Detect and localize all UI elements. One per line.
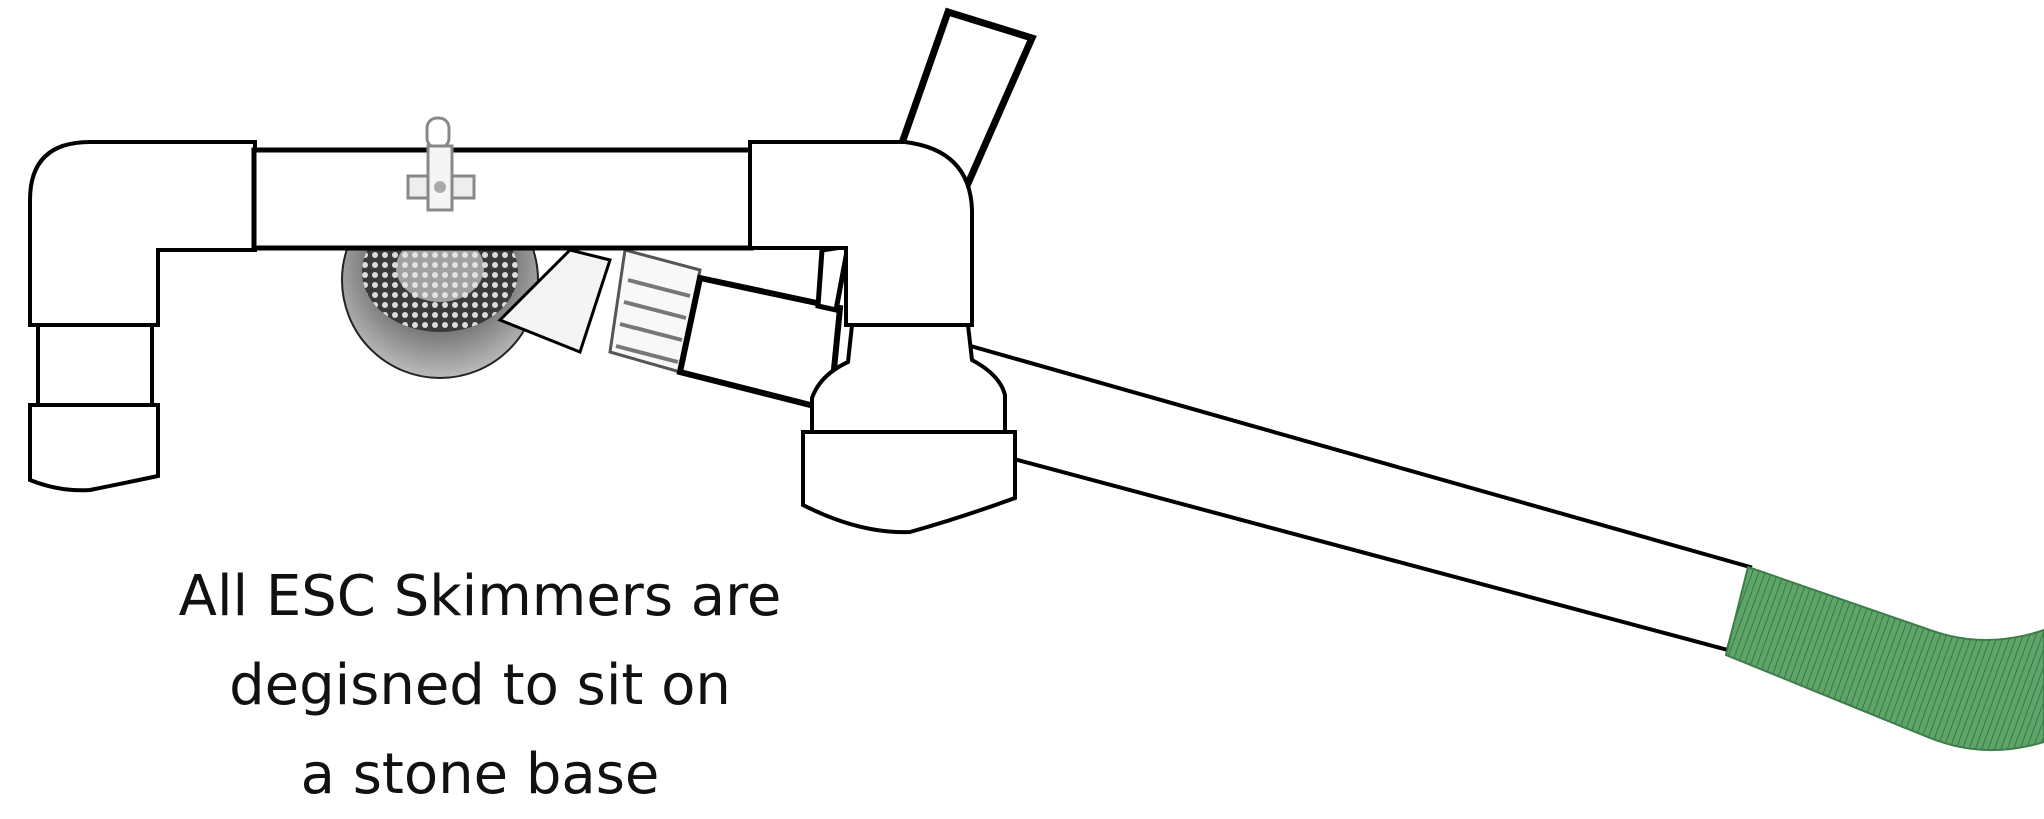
right-foot-cap bbox=[801, 430, 1017, 535]
caption-line-1: All ESC Skimmers are bbox=[178, 564, 782, 629]
flex-hose-icon bbox=[1724, 565, 2044, 752]
horizontal-top-pipe bbox=[251, 147, 754, 251]
left-down-pipe bbox=[36, 323, 154, 407]
caption-line-2: degisned to sit on bbox=[229, 653, 731, 718]
skimmer-plumbing-diagram bbox=[28, 7, 2044, 752]
valve-icon bbox=[406, 116, 476, 212]
pump-inlet-pipe bbox=[497, 248, 612, 354]
outlet-pipe bbox=[956, 339, 1753, 653]
caption-line-3: a stone base bbox=[300, 742, 660, 807]
caption-text: All ESC Skimmers are degisned to sit on … bbox=[90, 552, 870, 819]
left-elbow-fitting bbox=[28, 140, 257, 327]
left-foot-cap bbox=[28, 403, 160, 493]
right-down-reducer bbox=[810, 323, 1007, 434]
